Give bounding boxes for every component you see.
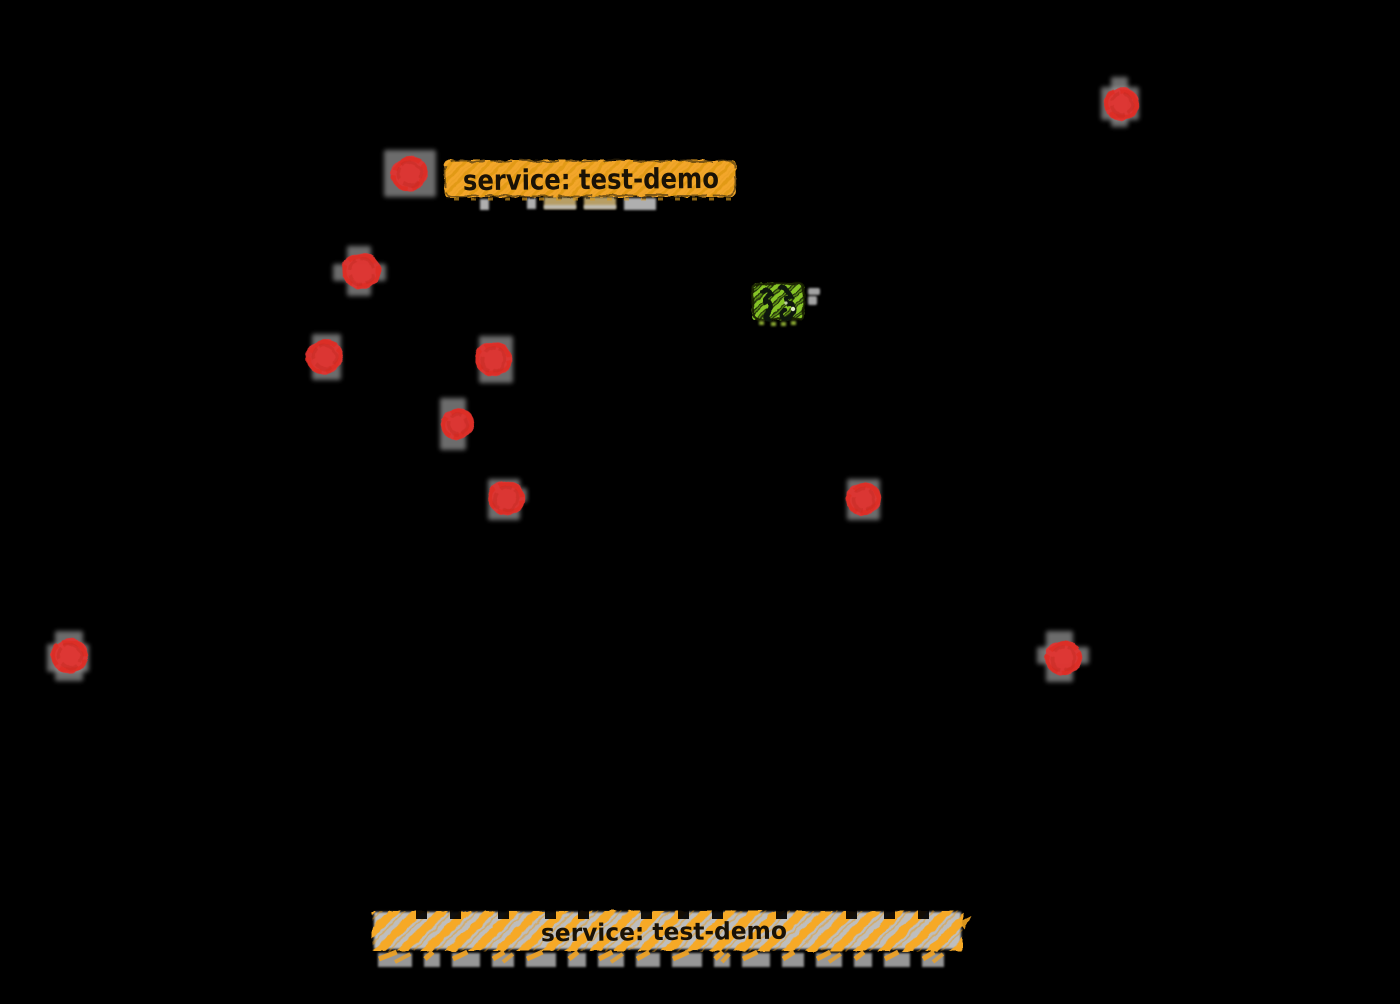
click-marks-layer xyxy=(50,87,1139,676)
bottom-bar-sub-chip-stripe2 xyxy=(609,952,624,964)
bottom-bar-notch xyxy=(545,909,556,919)
top-badge-label: service: test-demo xyxy=(463,162,719,197)
bottom-highlight-bar: service: test-demo xyxy=(372,909,971,967)
bottom-bar-sub-chip-stripe xyxy=(883,949,900,962)
click-mark-inner-scribble xyxy=(396,160,423,188)
bottom-bar-notch xyxy=(450,909,461,919)
click-mark-inner-scribble xyxy=(347,256,376,287)
bottom-bar-sub-chip-stripe2 xyxy=(720,952,731,964)
green-badge-dot xyxy=(781,322,786,326)
bottom-bar-sub-chip-stripe xyxy=(525,949,544,962)
top-badge-fill xyxy=(444,160,736,197)
click-mark xyxy=(305,339,343,375)
bottom-bar-sub-chip-stripe xyxy=(451,949,469,962)
ui-fragment-chip xyxy=(624,198,656,210)
click-mark-inner-scribble xyxy=(851,486,876,513)
ui-fragment-chip-base xyxy=(584,205,616,209)
click-mark xyxy=(1103,87,1139,121)
top-highlight-badge: service: test-demo xyxy=(444,160,736,201)
bottom-bar-sub-chip-stripe2 xyxy=(394,952,412,964)
click-mark-inner-scribble xyxy=(446,412,469,437)
bottom-bar-sub-chip-stripe xyxy=(853,950,866,961)
bottom-bar-notch xyxy=(918,909,929,919)
ui-fragment-chips-layer xyxy=(480,197,656,210)
click-mark-ring xyxy=(474,342,512,376)
click-mark xyxy=(474,341,512,377)
click-mark xyxy=(390,156,428,192)
bottom-bar-notch xyxy=(498,909,509,919)
bottom-bar-notch xyxy=(846,909,857,919)
bottom-bar-notch xyxy=(578,909,589,919)
click-mark-inner-scribble xyxy=(1109,91,1134,117)
ghost-fragment xyxy=(808,288,820,295)
click-mark xyxy=(1044,640,1082,676)
ui-fragment-chip xyxy=(527,198,536,209)
bottom-bar-sub-chip-stripe xyxy=(713,950,725,961)
click-mark-inner-scribble xyxy=(311,343,338,371)
green-badge-dot xyxy=(771,322,776,326)
bottom-bar-sub-chip-stripe xyxy=(741,949,759,962)
bottom-bar-sub-chip-stripe2 xyxy=(827,952,842,964)
bottom-bar-sub-chip-stripe xyxy=(378,949,398,962)
bottom-bar-sub-chip-stripe2 xyxy=(931,952,945,964)
bottom-bar-notch xyxy=(884,909,895,919)
click-mark-inner-scribble xyxy=(1050,645,1077,673)
green-badge-dot xyxy=(791,321,796,325)
bottom-bar-sub-chip-stripe xyxy=(597,949,614,962)
click-mark-inner-scribble xyxy=(56,642,83,670)
green-badge-glint2 xyxy=(784,301,788,305)
bottom-bar-sub-chip-stripe xyxy=(635,949,651,962)
click-mark-ring xyxy=(440,409,474,439)
bottom-bar-sub-chip-stripe xyxy=(815,949,832,962)
green-badge-glyph2 xyxy=(777,285,797,321)
click-mark-ring xyxy=(1103,88,1139,120)
bottom-bar-pen-tail xyxy=(959,916,971,930)
bottom-bar-sub-chip-stripe xyxy=(671,949,690,962)
click-mark xyxy=(50,638,88,674)
green-badge-outline xyxy=(751,282,805,321)
bottom-bar-notch xyxy=(712,909,723,919)
click-mark xyxy=(845,482,881,516)
bottom-bar-sub-chip-stripe xyxy=(423,950,435,961)
green-badge-glyph xyxy=(759,288,776,323)
green-badge-glint xyxy=(790,306,796,312)
ui-fragment-chip-base xyxy=(544,205,576,209)
bottom-bar-sub-chip-stripe xyxy=(567,950,580,961)
top-badge-outline xyxy=(444,160,736,197)
click-mark xyxy=(341,252,381,290)
click-mark xyxy=(440,408,474,440)
click-mark xyxy=(487,480,525,516)
green-badge-dot xyxy=(759,321,764,325)
bottom-bar-sub-chip-stripe xyxy=(921,949,936,962)
bottom-bar-sub-chip-stripe xyxy=(781,949,796,962)
bottom-bar-notch xyxy=(776,909,787,919)
bottom-bar-notch xyxy=(416,909,427,919)
click-mark-inner-scribble xyxy=(480,346,507,374)
bottom-bar-sub-chip-stripe2 xyxy=(501,952,515,964)
bottom-bar-notch xyxy=(641,909,652,919)
bottom-bar-sub-chip-stripe xyxy=(491,949,506,962)
click-mark-inner-scribble xyxy=(492,485,520,513)
ghost-fragment xyxy=(808,296,817,305)
bottom-bar-label: service: test-demo xyxy=(541,917,787,948)
bottom-bar-notch xyxy=(678,909,689,919)
green-highlight-badge xyxy=(751,282,805,326)
ui-fragment-chip xyxy=(480,199,489,210)
